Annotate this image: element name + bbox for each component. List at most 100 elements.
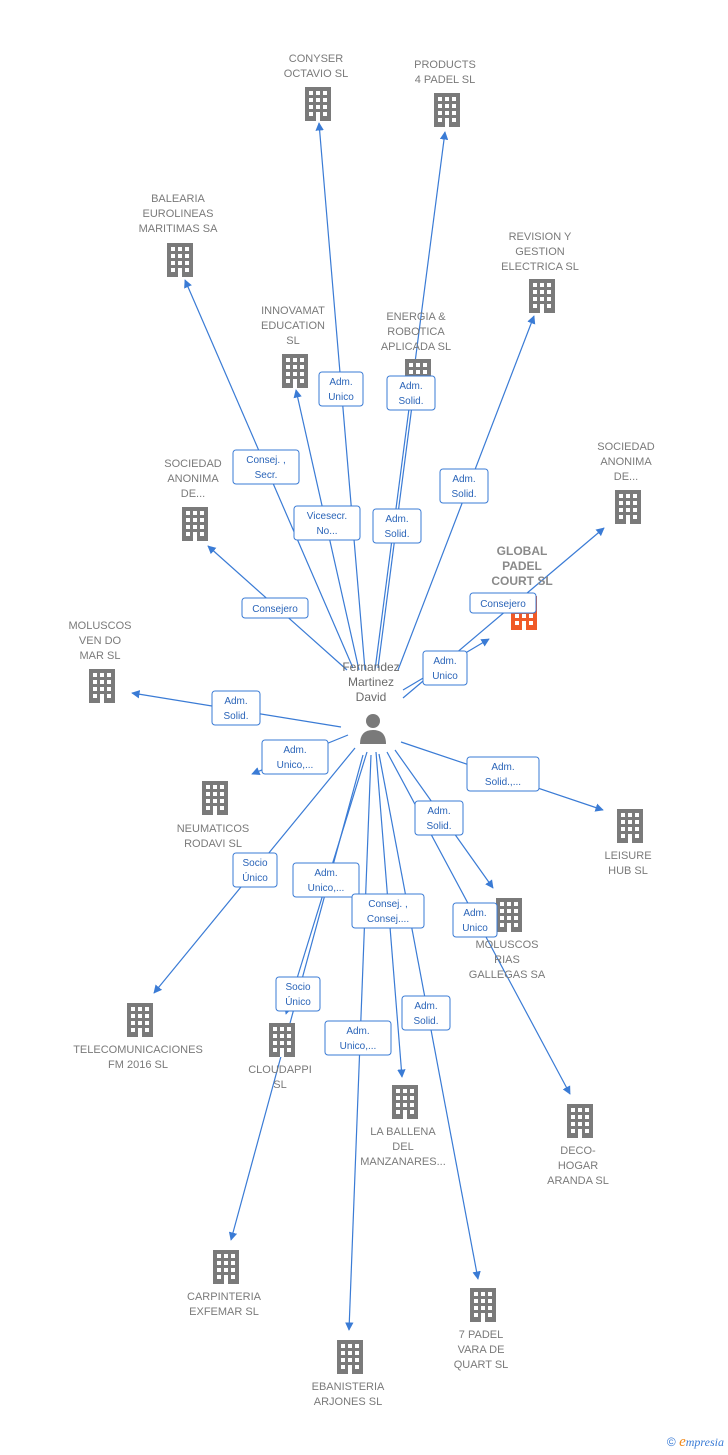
relation-label-balearia[interactable]: Consej. , Secr. (232, 449, 300, 485)
building-icon (529, 279, 555, 313)
relation-box (422, 650, 468, 686)
company-node-sociedad1[interactable]: SOCIEDADANONIMADE... (164, 458, 222, 541)
building-icon (305, 87, 331, 121)
relation-text: No... (316, 526, 337, 537)
building-icon (615, 490, 641, 524)
company-label-line: APLICADA SL (381, 341, 451, 353)
company-label-line: SOCIEDAD (597, 441, 655, 453)
relation-label-moluscosvendo[interactable]: Adm.Solid. (211, 690, 261, 726)
relation-text: Solid. (426, 821, 451, 832)
company-node-conyser[interactable]: CONYSER OCTAVIO SL (284, 53, 348, 121)
company-label-line: ROBOTICA (387, 326, 445, 338)
company-label-line: MANZANARES... (360, 1156, 446, 1168)
company-label-line: EBANISTERIA (312, 1381, 385, 1393)
company-label-line: MARITIMAS SA (139, 223, 219, 235)
relation-text: Unico (462, 923, 488, 934)
relation-label-ebanisteria[interactable]: Adm.Unico,... (324, 1020, 392, 1056)
company-label-line: RODAVI SL (184, 838, 242, 850)
relation-box (232, 449, 300, 485)
building-icon (202, 781, 228, 815)
building-icon (213, 1250, 239, 1284)
company-label-line: GLOBAL (497, 544, 548, 558)
relation-text: Adm. (433, 656, 456, 667)
relation-box (293, 505, 361, 541)
company-label-line: COURT SL (491, 574, 552, 588)
relation-label-revision[interactable]: Adm.Solid. (439, 468, 489, 504)
relation-text: Adm. (399, 381, 422, 392)
person-icon (366, 714, 380, 728)
relation-text: Único (242, 871, 268, 884)
relation-box (469, 592, 537, 614)
relation-label-laballena[interactable]: Consej. ,Consej.... (351, 893, 425, 929)
relation-label-innovamat[interactable]: Vicesecr. No... (293, 505, 361, 541)
relation-text: Unico,... (340, 1041, 377, 1052)
relation-text: Unico (328, 392, 354, 403)
relation-text: Vicesecr. (307, 511, 347, 522)
relation-label-neumaticos[interactable]: Adm.Unico,... (261, 739, 329, 775)
company-label-line: OCTAVIO SL (284, 68, 348, 80)
company-label-line: 7 PADEL (459, 1329, 503, 1341)
company-label-line: SOCIEDAD (164, 458, 222, 470)
relation-label-leisurehub[interactable]: Adm.Solid.,... (466, 756, 540, 792)
building-icon (434, 93, 460, 127)
relation-label-products4padel[interactable]: Adm.Solid. (386, 375, 436, 411)
relation-label-decohogar[interactable]: Adm.Unico (452, 902, 498, 938)
relation-text: Adm. (329, 377, 352, 388)
relation-label-conyser[interactable]: Adm. Unico (318, 371, 364, 407)
relation-text: Consejero (480, 599, 526, 610)
relation-label-sociedad2[interactable]: Consejero (469, 592, 537, 614)
company-label-line: CONYSER (289, 53, 343, 65)
relation-box (232, 852, 278, 888)
company-label-line: RIAS (494, 954, 520, 966)
company-node-laballena[interactable]: LA BALLENADELMANZANARES... (360, 1085, 446, 1168)
relation-label-moluscosrias[interactable]: Adm.Solid. (414, 800, 464, 836)
relation-label-energia[interactable]: Adm.Solid. (372, 508, 422, 544)
company-label-line: VEN DO (79, 635, 122, 647)
company-label-line: ANONIMA (600, 456, 652, 468)
relation-label-cloudappi[interactable]: Adm.Unico,... (292, 862, 360, 898)
relation-text: Socio (242, 858, 267, 869)
relation-label-globalpadel[interactable]: Adm.Unico (422, 650, 468, 686)
relation-box (275, 976, 321, 1012)
company-label-line: TELECOMUNICACIONES (73, 1044, 203, 1056)
company-label-line: EXFEMAR SL (189, 1306, 259, 1318)
relation-text: Consej. , (368, 899, 407, 910)
person-icon-body (360, 730, 386, 744)
company-label-line: DE... (181, 488, 205, 500)
relation-label-sociedad1[interactable]: Consejero (241, 597, 309, 619)
company-node-sociedad2[interactable]: SOCIEDADANONIMADE... (597, 441, 655, 524)
relation-text: Adm. (452, 474, 475, 485)
relation-text: Unico,... (277, 760, 314, 771)
relation-label-7padel[interactable]: Adm.Solid. (401, 995, 451, 1031)
company-label-line: GALLEGAS SA (469, 969, 546, 981)
relation-text: Consej. , (246, 455, 285, 466)
relation-text: Secr. (255, 470, 278, 481)
relation-box (466, 756, 540, 792)
company-label-line: INNOVAMAT (261, 305, 325, 317)
company-label-line: HOGAR (558, 1160, 598, 1172)
footer-credit: © empresia (667, 1434, 724, 1451)
relation-text: Solid. (223, 711, 248, 722)
building-icon (89, 669, 115, 703)
